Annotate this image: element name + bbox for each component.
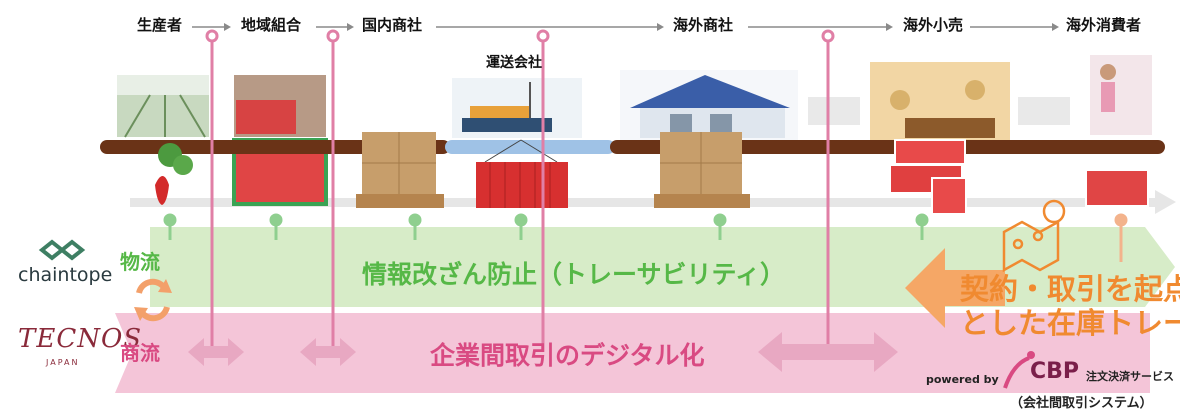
strawberry-pack-consumer bbox=[1085, 169, 1149, 207]
truck-right-image bbox=[1018, 97, 1070, 125]
chaintope-logo: chaintope bbox=[18, 264, 113, 286]
conveyor-belt-right bbox=[610, 140, 1165, 154]
strawberry-packs-retail bbox=[889, 139, 967, 215]
stage-label-regional-coop: 地域組合 bbox=[241, 16, 302, 34]
logistics-label: 物流 bbox=[120, 250, 160, 274]
consumer-image bbox=[1090, 55, 1152, 135]
strawberry-plant-image bbox=[155, 143, 193, 205]
stage-arrows bbox=[192, 23, 1059, 31]
inventory-trace-line2: とした在庫トレース bbox=[960, 306, 1180, 340]
commercial-flow-label: 商流 bbox=[120, 341, 160, 365]
shipping-company-label: 運送会社 bbox=[486, 55, 542, 71]
truck-left-image bbox=[808, 97, 860, 125]
stage-label-domestic-trader: 国内商社 bbox=[362, 16, 423, 34]
stage-label-overseas-consumer: 海外消費者 bbox=[1066, 16, 1142, 34]
order-payment-service-label: 注文決済サービス bbox=[1086, 370, 1174, 383]
map-icon bbox=[1002, 199, 1066, 273]
conveyor-belt-sea bbox=[445, 140, 615, 154]
shipping-container bbox=[476, 139, 568, 208]
inter-company-system-label: （会社間取引システム） bbox=[1010, 396, 1153, 411]
orange-pin bbox=[1114, 213, 1128, 262]
cbp-logo-mark bbox=[1003, 356, 1030, 389]
powered-by-text: powered by bbox=[926, 373, 999, 386]
inventory-trace-arrow bbox=[905, 248, 1005, 328]
tecnos-japan-label: JAPAN bbox=[46, 358, 80, 367]
info-tamper-prevention-text: 情報改ざん防止（トレーサビリティ） bbox=[362, 260, 786, 289]
pink-commerce-band bbox=[150, 313, 1150, 393]
green-pins bbox=[163, 213, 929, 240]
timeline-arrow bbox=[130, 190, 1176, 214]
stage-label-producer: 生産者 bbox=[137, 16, 183, 34]
chaintope-logo-mark bbox=[38, 239, 86, 261]
cbp-logo: CBP bbox=[1030, 359, 1080, 384]
box-pallet-1 bbox=[356, 132, 444, 208]
box-pallet-2 bbox=[654, 132, 750, 208]
pink-lines bbox=[205, 29, 835, 352]
double-arrows bbox=[188, 332, 898, 372]
inventory-trace-line1: 契約・取引を起点 bbox=[960, 272, 1180, 306]
tecnos-logo: TECNOS bbox=[18, 324, 143, 354]
stage-label-overseas-retail: 海外小売 bbox=[903, 16, 964, 34]
b2b-digitization-text: 企業間取引のデジタル化 bbox=[430, 341, 705, 370]
pink-band-left-notch bbox=[115, 313, 150, 393]
stage-label-overseas-trader: 海外商社 bbox=[673, 16, 734, 34]
